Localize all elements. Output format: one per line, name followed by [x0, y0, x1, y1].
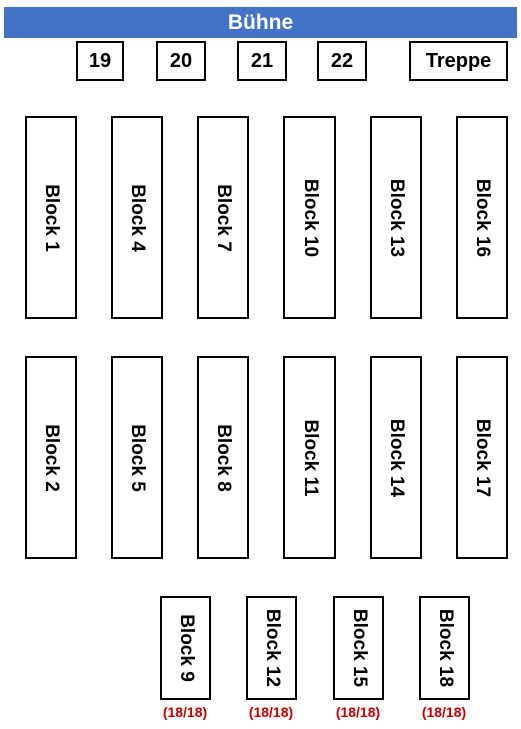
block-17[interactable]: Block 17 [456, 356, 508, 559]
block-13-label: Block 13 [386, 178, 407, 257]
block-8[interactable]: Block 8 [197, 356, 249, 559]
box-21[interactable]: 21 [237, 41, 287, 81]
block-1-label: Block 1 [41, 183, 62, 252]
block-10-label: Block 10 [299, 178, 321, 257]
block-11-label: Block 11 [299, 418, 321, 497]
box-20-label: 20 [169, 49, 193, 72]
block-1[interactable]: Block 1 [25, 116, 77, 319]
block-16[interactable]: Block 16 [456, 116, 508, 319]
box-22-label: 22 [330, 49, 354, 72]
block-7[interactable]: Block 7 [197, 116, 249, 319]
block-9-label: Block 9 [175, 614, 197, 682]
block-9[interactable]: Block 9 [160, 596, 211, 700]
block-15-count: (18/18) [335, 704, 381, 720]
block-2-label: Block 2 [41, 423, 62, 492]
block-12[interactable]: Block 12 [246, 596, 297, 700]
block-16-label: Block 16 [472, 178, 493, 257]
block-5[interactable]: Block 5 [111, 356, 163, 559]
block-7-label: Block 7 [213, 183, 234, 252]
box-21-label: 21 [250, 49, 274, 72]
block-14[interactable]: Block 14 [370, 356, 422, 559]
block-4[interactable]: Block 4 [111, 116, 163, 319]
box-treppe-label: Treppe [425, 49, 492, 72]
block-15-label: Block 15 [348, 608, 370, 688]
box-20[interactable]: 20 [156, 41, 206, 81]
stage-bar: Bühne [4, 7, 517, 38]
block-4-label: Block 4 [127, 183, 148, 252]
block-13[interactable]: Block 13 [370, 116, 422, 319]
block-15[interactable]: Block 15 [333, 596, 384, 700]
block-11[interactable]: Block 11 [283, 356, 336, 559]
block-14-label: Block 14 [386, 418, 407, 497]
box-19[interactable]: 19 [76, 41, 124, 81]
block-18[interactable]: Block 18 [419, 596, 470, 700]
block-2[interactable]: Block 2 [25, 356, 77, 559]
box-22[interactable]: 22 [317, 41, 367, 81]
block-12-label: Block 12 [261, 608, 283, 688]
block-10[interactable]: Block 10 [283, 116, 336, 319]
box-19-label: 19 [88, 49, 112, 72]
block-18-count: (18/18) [421, 704, 467, 720]
block-12-count: (18/18) [248, 704, 294, 720]
box-treppe[interactable]: Treppe [409, 41, 508, 81]
block-17-label: Block 17 [472, 418, 493, 497]
block-18-label: Block 18 [434, 608, 456, 688]
block-5-label: Block 5 [127, 423, 148, 492]
block-9-count: (18/18) [162, 704, 208, 720]
block-8-label: Block 8 [213, 423, 234, 492]
